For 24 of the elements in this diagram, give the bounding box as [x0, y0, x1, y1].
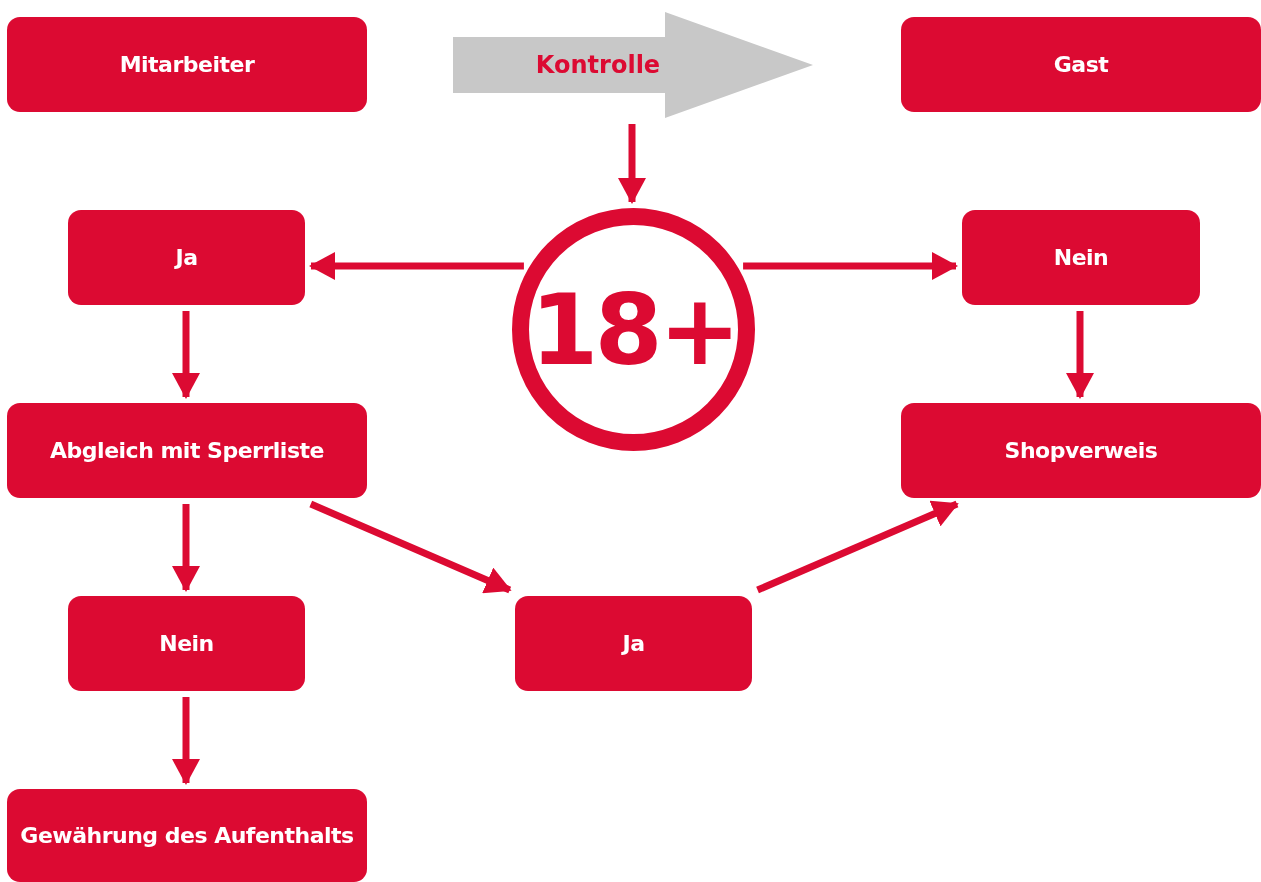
process-box [962, 210, 1200, 305]
process-box [68, 596, 305, 691]
arrow [756, 500, 959, 594]
age-limit-circle [512, 208, 755, 451]
process-box [901, 17, 1261, 112]
process-box [901, 403, 1261, 498]
box-label: Gast [1053, 52, 1109, 77]
arrow-shape [453, 12, 813, 118]
age-label: 18+ [530, 272, 737, 387]
box-label: Ja [622, 631, 645, 656]
process-box [7, 789, 367, 882]
process-box [7, 403, 367, 498]
box-label: Nein [159, 631, 214, 656]
box-label: Kontrolle [535, 51, 661, 79]
box-label: Nein [1053, 245, 1109, 270]
box-label: Mitarbeiter [119, 52, 255, 77]
arrow [309, 500, 512, 594]
box-label: Abgleich mit Sperrliste [50, 438, 324, 463]
process-box [68, 210, 305, 305]
box-label: Gewährung des Aufenthalts [20, 823, 354, 848]
process-box [7, 17, 367, 112]
box-label: Ja [175, 245, 198, 270]
box-label: Shopverweis [1004, 438, 1158, 463]
process-box [515, 596, 752, 691]
